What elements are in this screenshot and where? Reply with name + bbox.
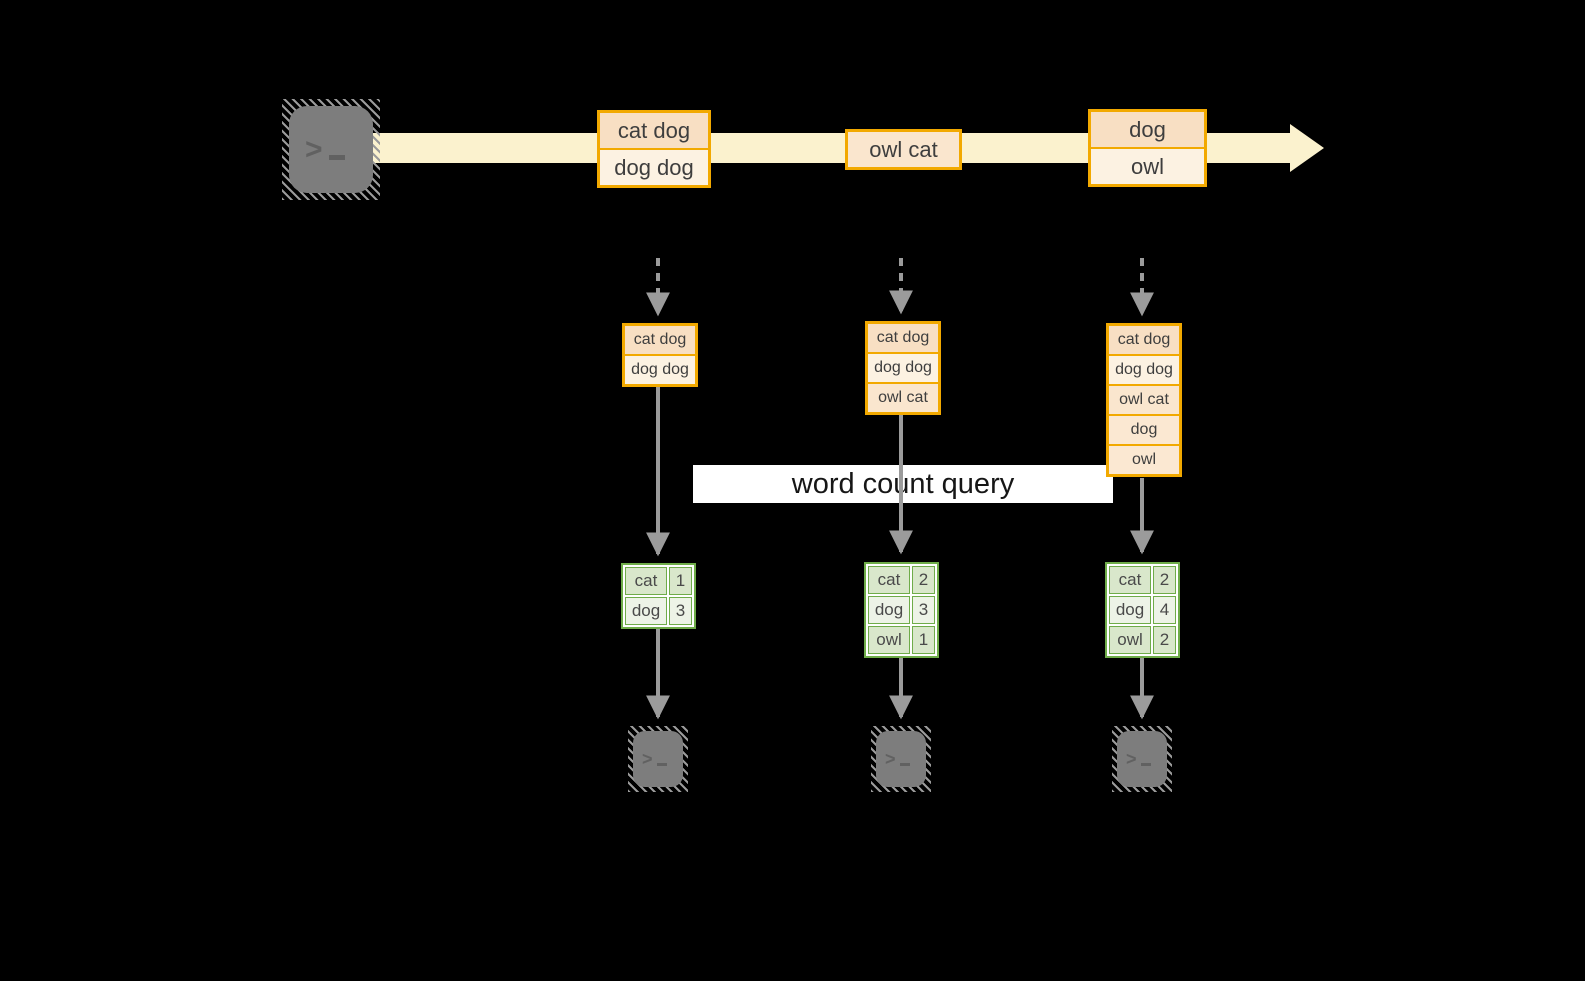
source-terminal-icon: > — [282, 99, 380, 200]
terminal-underscore-glyph — [328, 155, 345, 160]
terminal-body: > — [876, 731, 926, 787]
event-row: dog — [1091, 112, 1204, 147]
stream-event-box-1: cat dog dog dog — [597, 110, 711, 188]
event-row: cat dog — [600, 113, 708, 148]
count-cell: 1 — [669, 567, 692, 595]
terminal-body: > — [289, 106, 373, 193]
event-row: dog dog — [600, 150, 708, 185]
buffer-row: dog dog — [625, 356, 695, 384]
terminal-underscore-glyph — [656, 762, 667, 766]
terminal-prompt-glyph: > — [1126, 748, 1137, 769]
buffer-row: dog dog — [868, 354, 938, 382]
stream-event-box-3: dog owl — [1088, 109, 1207, 187]
word-cell: cat — [1109, 566, 1151, 594]
buffer-row: dog dog — [1109, 356, 1179, 384]
count-table-1: cat 1 dog 3 — [621, 563, 696, 629]
buffer-row: cat dog — [1109, 326, 1179, 354]
word-cell: owl — [1109, 626, 1151, 654]
count-cell: 2 — [912, 566, 935, 594]
buffer-row: dog — [1109, 416, 1179, 444]
buffer-stack-1: cat dog dog dog — [622, 323, 698, 387]
buffer-row: owl — [1109, 446, 1179, 474]
count-table-3: cat 2 dog 4 owl 2 — [1105, 562, 1180, 658]
event-row: owl cat — [848, 132, 959, 167]
count-cell: 1 — [912, 626, 935, 654]
terminal-prompt-glyph: > — [305, 132, 323, 166]
count-cell: 2 — [1153, 626, 1176, 654]
terminal-prompt-glyph: > — [642, 748, 653, 769]
buffer-row: cat dog — [625, 326, 695, 354]
terminal-body: > — [1117, 731, 1167, 787]
word-cell: cat — [868, 566, 910, 594]
buffer-stack-2: cat dog dog dog owl cat — [865, 321, 941, 415]
event-row: owl — [1091, 149, 1204, 184]
word-cell: owl — [868, 626, 910, 654]
stream-arrowhead — [1290, 124, 1324, 172]
word-cell: cat — [625, 567, 667, 595]
count-cell: 3 — [669, 597, 692, 625]
buffer-row: owl cat — [868, 384, 938, 412]
output-terminal-icon-2: > — [871, 726, 931, 792]
count-table-2: cat 2 dog 3 owl 1 — [864, 562, 939, 658]
count-cell: 2 — [1153, 566, 1176, 594]
stream-event-box-2: owl cat — [845, 129, 962, 170]
buffer-row: cat dog — [868, 324, 938, 352]
count-cell: 3 — [912, 596, 935, 624]
output-terminal-icon-3: > — [1112, 726, 1172, 792]
terminal-underscore-glyph — [899, 762, 910, 766]
word-cell: dog — [1109, 596, 1151, 624]
output-terminal-icon-1: > — [628, 726, 688, 792]
buffer-row: owl cat — [1109, 386, 1179, 414]
count-cell: 4 — [1153, 596, 1176, 624]
terminal-body: > — [633, 731, 683, 787]
word-cell: dog — [625, 597, 667, 625]
word-cell: dog — [868, 596, 910, 624]
terminal-prompt-glyph: > — [885, 748, 896, 769]
terminal-underscore-glyph — [1140, 762, 1151, 766]
buffer-stack-3: cat dog dog dog owl cat dog owl — [1106, 323, 1182, 477]
